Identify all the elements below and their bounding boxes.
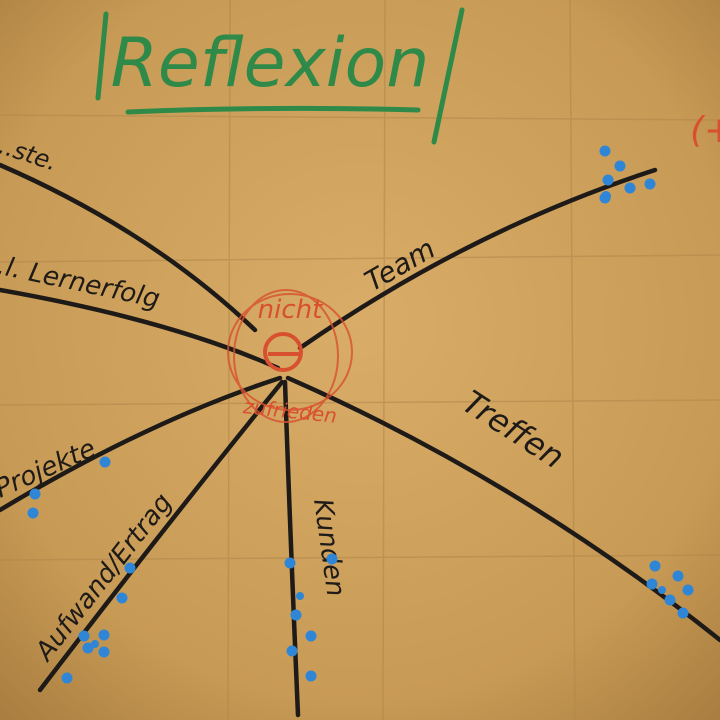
- rating-dot: [124, 562, 136, 574]
- rating-dot: [326, 553, 338, 565]
- spoke-line-aufwand: [37, 379, 285, 693]
- rating-dot: [284, 557, 296, 569]
- title-bracket-left: [95, 11, 109, 101]
- rating-dot: [290, 609, 302, 621]
- title-group: Reflexion: [95, 7, 465, 145]
- rating-dot: [305, 670, 317, 682]
- rating-dot: [116, 592, 128, 604]
- rating-dot: [305, 630, 317, 642]
- spoke-line-left: [0, 287, 281, 371]
- spoke-line-treffen: [285, 375, 720, 643]
- dots-aufwand: [61, 562, 136, 684]
- spoke-line-team: [297, 167, 658, 351]
- dots-projekte: [27, 456, 111, 519]
- rating-dot: [658, 586, 666, 594]
- center-top-text: nicht: [258, 295, 323, 325]
- title-text: Reflexion: [111, 24, 430, 103]
- dots-treffen: [646, 560, 694, 619]
- rating-dot: [78, 630, 90, 642]
- rating-dot: [29, 488, 41, 500]
- rating-dot: [82, 642, 94, 654]
- sad-face-icon: [263, 332, 303, 372]
- partial-red-mark: (+: [690, 110, 720, 151]
- rating-dot: [27, 507, 39, 519]
- title-underline: [125, 105, 421, 115]
- rating-dot: [98, 629, 110, 641]
- center-sketch-circles: [227, 289, 353, 423]
- rating-dot: [99, 456, 111, 468]
- spoke-line-top-left: [0, 162, 258, 333]
- rating-dot: [599, 145, 611, 157]
- rating-dots: [27, 145, 694, 684]
- spoke-line-projekte: [0, 375, 283, 513]
- rating-dot: [624, 182, 636, 194]
- rating-dot: [672, 570, 684, 582]
- rating-dot: [98, 646, 110, 658]
- rating-dot: [649, 560, 661, 572]
- center-rating: nicht zufrieden: [227, 289, 353, 428]
- rating-dot: [664, 594, 676, 606]
- rating-dot: [601, 191, 611, 201]
- dots-kunden: [284, 553, 338, 682]
- rating-dot: [682, 584, 694, 596]
- rating-dot: [614, 160, 626, 172]
- rating-dot: [91, 640, 99, 648]
- title-bracket-right: [431, 7, 465, 145]
- dots-team: [599, 145, 656, 204]
- rating-dot: [61, 672, 73, 684]
- rating-dot: [286, 645, 298, 657]
- rating-dot: [646, 578, 658, 590]
- rating-dot: [602, 174, 614, 186]
- rating-dot: [677, 607, 689, 619]
- rating-dot: [296, 592, 304, 600]
- rating-dot: [644, 178, 656, 190]
